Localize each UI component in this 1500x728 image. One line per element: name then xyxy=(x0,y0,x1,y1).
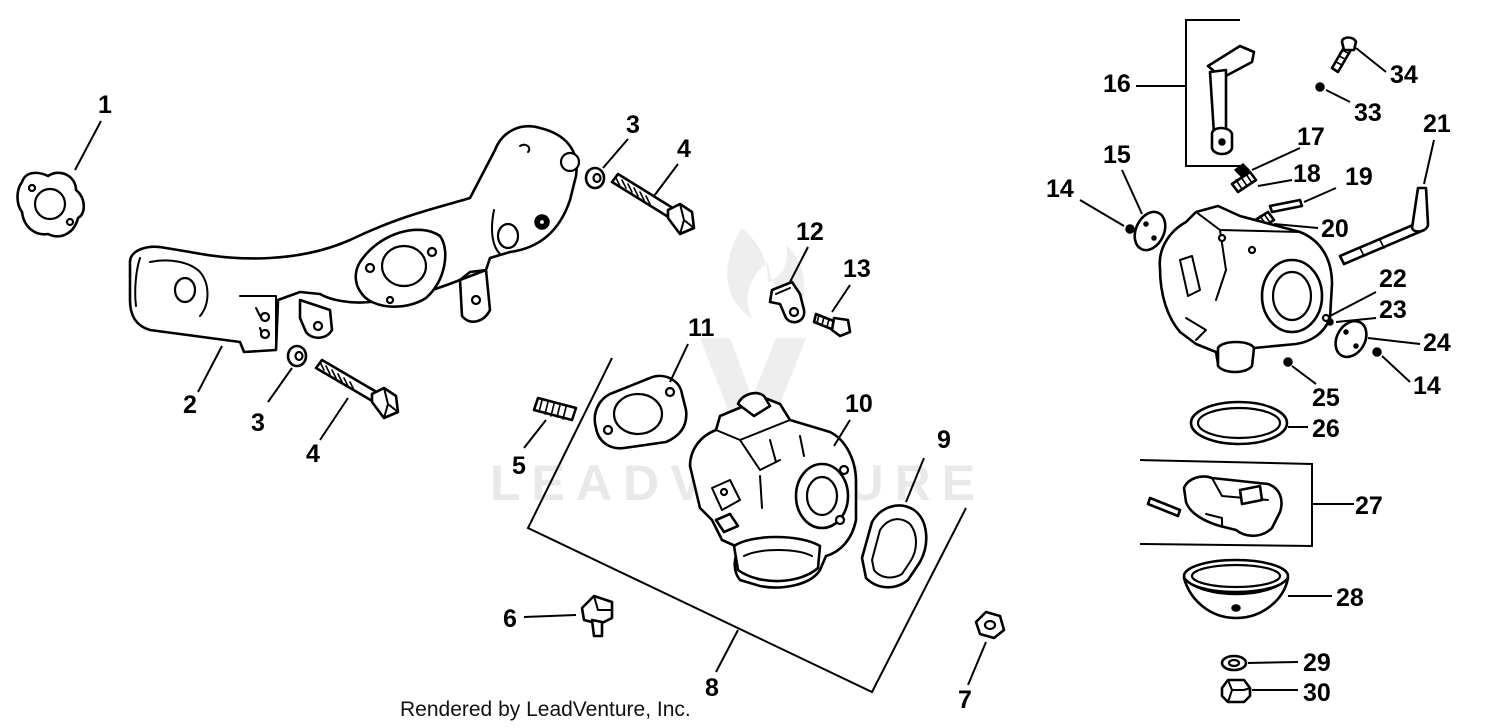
callout-21: 21 xyxy=(1423,110,1451,138)
washer-3-lower xyxy=(286,344,308,368)
callout-30: 30 xyxy=(1303,679,1331,707)
washer-29 xyxy=(1220,654,1248,672)
callout-17: 17 xyxy=(1297,123,1325,151)
nut-7 xyxy=(974,610,1006,640)
float-bowl-28 xyxy=(1182,558,1290,620)
stud-5 xyxy=(532,396,578,422)
callout-29: 29 xyxy=(1303,649,1331,677)
callout-28: 28 xyxy=(1336,584,1364,612)
callout-13: 13 xyxy=(843,255,871,283)
group-bracket-8 xyxy=(526,357,967,694)
gasket-1 xyxy=(16,171,86,238)
callout-9: 9 xyxy=(937,426,951,454)
callout-4-lower: 4 xyxy=(306,440,320,468)
screw-14-lower xyxy=(1372,347,1382,357)
callout-14-lower: 14 xyxy=(1413,372,1441,400)
screw-14-upper xyxy=(1125,224,1135,234)
shaft-21 xyxy=(1338,186,1430,266)
callout-3-lower: 3 xyxy=(251,409,265,437)
screw-34 xyxy=(1330,36,1358,74)
spring-33 xyxy=(1315,82,1325,92)
callout-26: 26 xyxy=(1312,415,1340,443)
callout-3-upper: 3 xyxy=(626,111,640,139)
callout-5: 5 xyxy=(512,452,526,480)
render-credit: Rendered by LeadVenture, Inc. xyxy=(400,698,691,721)
callout-2: 2 xyxy=(183,391,197,419)
callout-11: 11 xyxy=(688,314,715,342)
needle-19 xyxy=(1268,198,1304,214)
callout-20: 20 xyxy=(1321,215,1349,243)
callout-16: 16 xyxy=(1103,70,1131,98)
gasket-9 xyxy=(860,504,928,589)
callout-14-upper: 14 xyxy=(1046,175,1074,203)
callout-1: 1 xyxy=(98,91,112,119)
callout-8: 8 xyxy=(705,674,719,702)
fitting-6 xyxy=(580,594,614,638)
callout-19: 19 xyxy=(1345,163,1373,191)
float-27 xyxy=(1146,475,1283,538)
intake-manifold xyxy=(128,125,581,354)
callout-12: 12 xyxy=(796,218,824,246)
screw-25 xyxy=(1283,357,1293,367)
clip-12 xyxy=(768,280,806,324)
callout-25: 25 xyxy=(1312,384,1340,412)
gasket-ring-26 xyxy=(1189,400,1289,446)
bolt-4-upper xyxy=(610,172,696,236)
leader-lines xyxy=(74,47,1435,691)
callout-10: 10 xyxy=(845,390,873,418)
screw-17 xyxy=(1233,163,1251,177)
plate-24 xyxy=(1334,319,1368,359)
callout-6: 6 xyxy=(503,605,517,633)
bolt-4-lower xyxy=(314,358,400,420)
shaft-16 xyxy=(1206,44,1256,156)
screw-13 xyxy=(812,312,852,338)
screw-23 xyxy=(1326,318,1334,326)
bowl-nut-30 xyxy=(1220,678,1252,704)
callout-34: 34 xyxy=(1390,61,1418,89)
callout-18: 18 xyxy=(1293,160,1321,188)
gasket-11 xyxy=(593,374,688,450)
callout-33: 33 xyxy=(1354,99,1382,127)
callout-22: 22 xyxy=(1379,265,1407,293)
cover-15 xyxy=(1133,210,1167,252)
group-bracket-16 xyxy=(1185,19,1240,167)
callout-7: 7 xyxy=(958,686,972,714)
callout-4-upper: 4 xyxy=(677,135,691,163)
callout-27: 27 xyxy=(1355,492,1383,520)
callout-24: 24 xyxy=(1423,329,1451,357)
callout-labels: 1 2 3 3 4 4 5 6 7 8 9 10 11 12 13 14 14 … xyxy=(98,61,1451,714)
callout-15: 15 xyxy=(1103,141,1131,169)
spring-18 xyxy=(1230,170,1258,194)
callout-23: 23 xyxy=(1379,296,1407,324)
carburetor-body xyxy=(1158,204,1334,374)
carburetor-10 xyxy=(688,391,858,589)
washer-3-upper xyxy=(584,166,606,190)
